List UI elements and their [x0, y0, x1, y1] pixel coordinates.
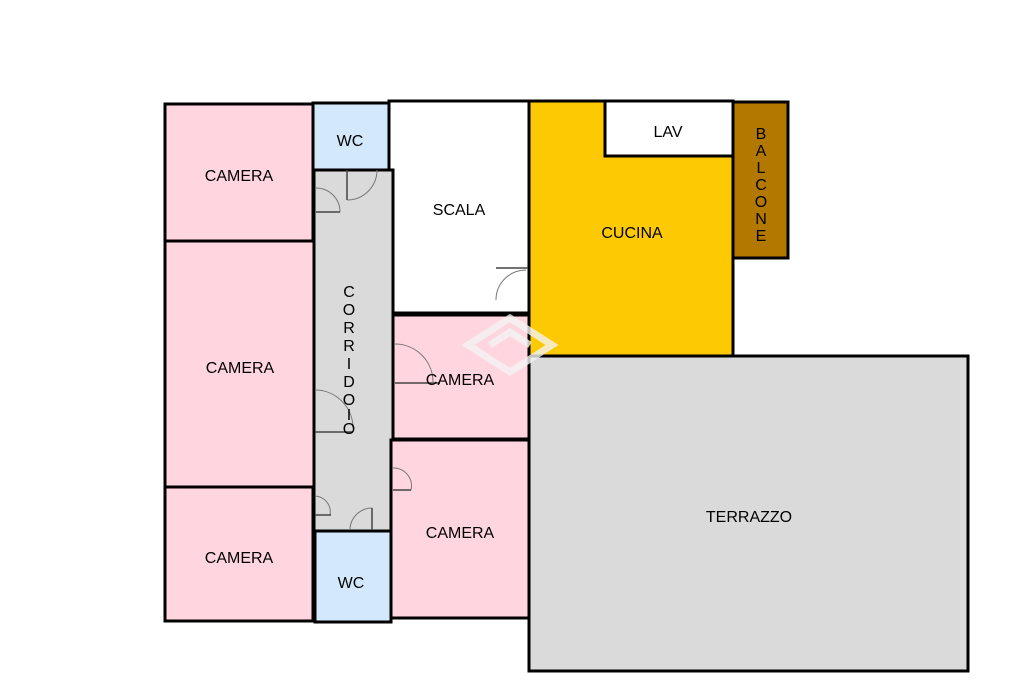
label-camera-top-left: CAMERA [205, 168, 274, 185]
label-balcone-letter: O [755, 194, 767, 211]
label-balcone-letter: C [755, 177, 767, 194]
label-cucina: CUCINA [601, 225, 663, 242]
label-corridoio-letter: O [343, 421, 355, 438]
room-camera-middle-left [163, 239, 316, 489]
room-camera-bottom-left [163, 485, 315, 623]
label-corridoio-letter: C [343, 284, 355, 301]
label-corridoio-letter: D [343, 374, 355, 391]
label-corridoio-letter: I [347, 356, 351, 373]
label-corridoio-letter: I [347, 407, 351, 424]
doors [314, 169, 528, 531]
label-camera-bottom-left: CAMERA [205, 550, 274, 567]
label-camera-center-upper: CAMERA [426, 372, 495, 389]
room-balcone [731, 100, 790, 260]
label-terrazzo: TERRAZZO [706, 509, 792, 526]
room-lav [603, 99, 735, 158]
label-corridoio-letter: R [343, 338, 355, 355]
label-camera-middle-left: CAMERA [206, 360, 275, 377]
label-balcone-letter: B [756, 126, 767, 143]
label-wc-bottom: WC [338, 575, 365, 592]
room-wc-bottom [313, 529, 393, 624]
label-corridoio-letter: O [343, 302, 355, 319]
room-camera-center-lower [389, 438, 531, 620]
label-balcone: B A L C O N E [755, 126, 767, 245]
label-balcone-letter: E [756, 228, 767, 245]
label-scala: SCALA [433, 202, 486, 219]
label-corridoio-letter: O [343, 392, 355, 409]
label-balcone-letter: L [757, 160, 766, 177]
label-balcone-letter: N [755, 211, 767, 228]
label-lav: LAV [653, 124, 682, 141]
label-corridoio-letter: R [343, 320, 355, 337]
room-terrazzo [527, 354, 970, 673]
label-camera-center-lower: CAMERA [426, 525, 495, 542]
label-balcone-letter: A [756, 143, 767, 160]
label-corridoio: C O R R I D O I O [343, 284, 355, 438]
watermark-logo [461, 313, 559, 377]
room-wc-top [311, 101, 391, 172]
label-wc-top: WC [337, 133, 364, 150]
